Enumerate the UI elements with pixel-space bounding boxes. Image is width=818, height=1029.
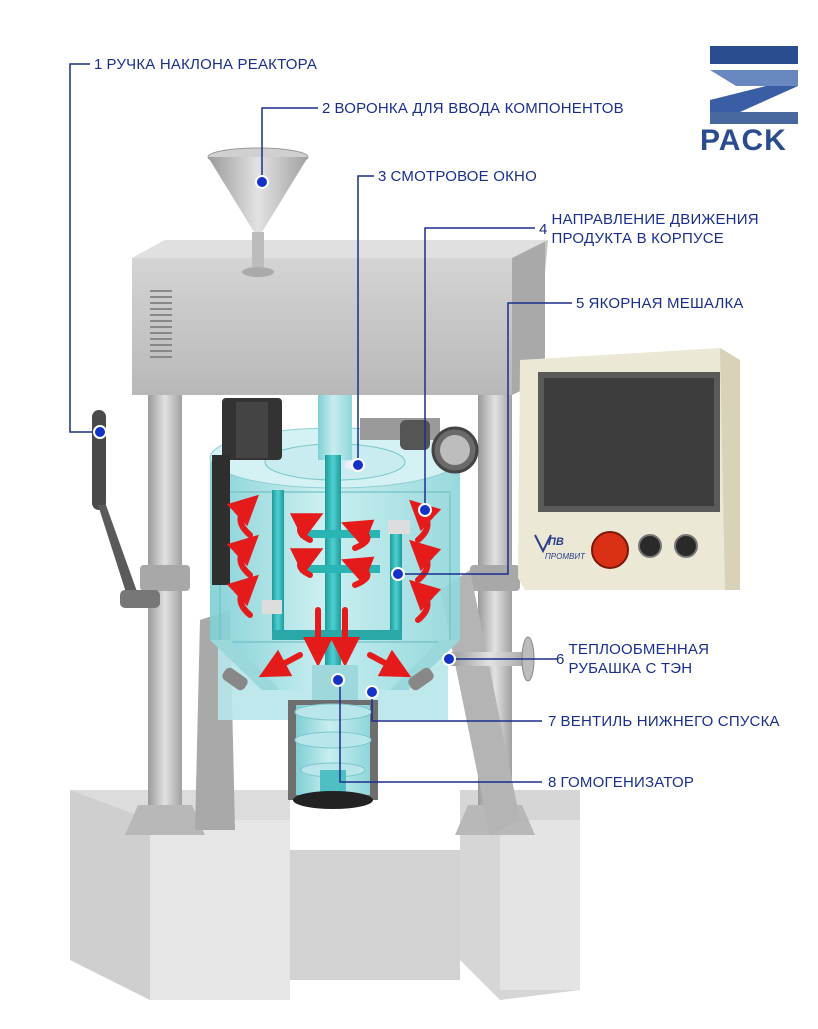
logo-text: PACK	[700, 124, 787, 157]
callout-dot-2	[255, 175, 269, 189]
callout-4: 4НАПРАВЛЕНИЕ ДВИЖЕНИЯ ПРОДУКТА В КОРПУСЕ	[539, 210, 759, 248]
callout-4-text: НАПРАВЛЕНИЕ ДВИЖЕНИЯ	[551, 211, 759, 228]
callout-dot-1	[93, 425, 107, 439]
callout-dot-3	[351, 458, 365, 472]
callout-5-text: ЯКОРНАЯ МЕШАЛКА	[588, 295, 744, 312]
funnel	[207, 147, 309, 277]
homogenizer	[288, 665, 378, 809]
callout-4-num: 4	[539, 221, 548, 238]
control-panel	[518, 348, 740, 590]
anchor-agitator	[262, 455, 410, 675]
callout-2-num: 2	[322, 100, 331, 117]
base-pedestal	[70, 790, 580, 1000]
panel-brand-text: ПРОМВИТ	[545, 552, 585, 561]
callout-dot-5	[391, 567, 405, 581]
inlet-valve	[212, 398, 282, 585]
callout-dot-8	[331, 673, 345, 687]
callout-1-text: РУЧКА НАКЛОНА РЕАКТОРА	[106, 56, 318, 73]
callout-1-num: 1	[94, 56, 103, 73]
callout-6: 6ТЕПЛООБМЕННАЯ РУБАШКА С ТЭН	[556, 640, 709, 678]
callout-dot-4	[418, 503, 432, 517]
callout-3-num: 3	[378, 168, 387, 185]
flow-arrows	[226, 494, 442, 678]
panel-brand-mark: ПВ	[548, 536, 564, 548]
callout-7-text: ВЕНТИЛЬ НИЖНЕГО СПУСКА	[560, 713, 780, 730]
callout-2-text: ВОРОНКА ДЛЯ ВВОДА КОМПОНЕНТОВ	[334, 100, 624, 117]
callout-3-text: СМОТРОВОЕ ОКНО	[390, 168, 537, 185]
pressure-gauge	[360, 418, 479, 474]
callout-5-num: 5	[576, 295, 585, 312]
callout-dot-6	[442, 652, 456, 666]
callout-dots	[93, 175, 456, 699]
callout-8-num: 8	[548, 774, 557, 791]
callout-lines	[69, 63, 572, 783]
callout-6-num: 6	[556, 651, 565, 668]
callout-7-num: 7	[548, 713, 557, 730]
callout-dot-7	[365, 685, 379, 699]
logo-mark	[710, 46, 798, 124]
callout-4-text2: ПРОДУКТА В КОРПУСЕ	[551, 230, 724, 247]
callout-6-text2: РУБАШКА С ТЭН	[568, 660, 693, 677]
top-drive-housing	[132, 240, 548, 395]
bottom-nozzles	[222, 667, 434, 691]
callout-8-text: ГОМОГЕНИЗАТОР	[560, 774, 695, 791]
callout-6-text: ТЕПЛООБМЕННАЯ	[568, 641, 710, 658]
